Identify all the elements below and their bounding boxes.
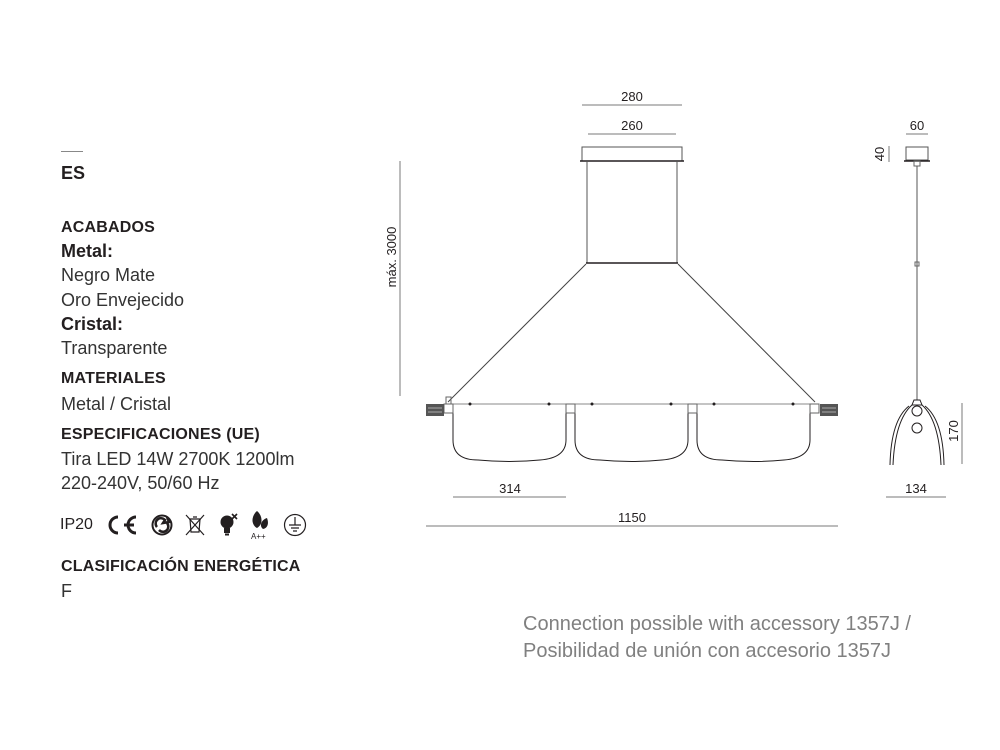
metal-finish-2: Oro Envejecido — [61, 290, 185, 310]
dim-canopy-outer: 280 — [621, 89, 643, 104]
earth-ground-icon — [283, 513, 307, 537]
dim-side-canopy-width: 60 — [910, 118, 924, 133]
metal-label: Metal: — [61, 241, 114, 261]
dim-side-canopy-height: 40 — [872, 147, 887, 161]
front-view-lamp — [443, 146, 820, 462]
accessory-note-es: Posibilidad de unión con accesorio 1357J — [523, 640, 892, 662]
ip-rating: IP20 — [60, 516, 93, 533]
dim-canopy-inner: 260 — [621, 118, 643, 133]
language-code: ES — [61, 163, 86, 183]
side-view-lamp — [889, 146, 945, 466]
front-view-dimensions — [399, 104, 838, 527]
energy-class-value: F — [61, 581, 72, 601]
language-divider — [61, 151, 83, 152]
dim-shade-width: 314 — [499, 481, 521, 496]
specifications-heading: ESPECIFICACIONES (UE) — [61, 426, 260, 443]
energy-leaf-icon: A++ — [250, 510, 272, 540]
energy-class-heading: CLASIFICACIÓN ENERGÉTICA — [61, 558, 301, 575]
dim-side-shade-height: 170 — [946, 420, 961, 442]
end-cap-icons — [426, 404, 838, 416]
dim-total-width: 1150 — [618, 510, 646, 525]
dim-max-height: máx. 3000 — [384, 227, 399, 288]
glass-label: Cristal: — [61, 314, 124, 334]
side-view-dimensions — [886, 133, 963, 498]
finishes-heading: ACABADOS — [61, 219, 156, 236]
materials-value: Metal / Cristal — [61, 394, 172, 414]
green-dot-recycle-icon — [151, 514, 173, 536]
shade-dots — [468, 402, 795, 406]
materials-heading: MATERIALES — [61, 370, 166, 387]
glass-finish-1: Transparente — [61, 338, 168, 358]
spec-voltage: 220-240V, 50/60 Hz — [61, 473, 220, 493]
accessory-note-en: Connection possible with accessory 1357J… — [523, 613, 911, 635]
metal-finish-1: Negro Mate — [61, 265, 156, 285]
dim-side-shade-width: 134 — [905, 481, 927, 496]
svg-text:A++: A++ — [251, 532, 266, 540]
certification-icons: IP20 A++ — [60, 510, 307, 540]
bulb-not-replaceable-icon — [217, 513, 239, 537]
spec-led: Tira LED 14W 2700K 1200lm — [61, 449, 295, 469]
weee-crossed-bin-icon — [184, 513, 206, 537]
ce-mark-icon — [104, 514, 140, 536]
